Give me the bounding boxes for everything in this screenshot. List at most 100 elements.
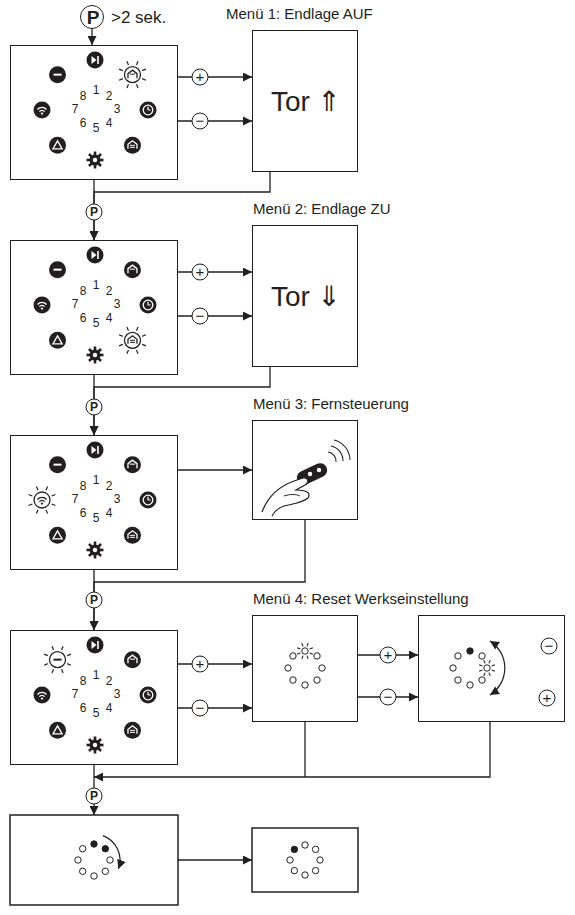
blink-ray bbox=[492, 665, 495, 666]
ready-led-ring bbox=[287, 842, 323, 878]
garage-glyph bbox=[128, 726, 137, 734]
flow-arrow bbox=[91, 29, 92, 45]
led-number: 1 bbox=[93, 84, 100, 97]
panel-icon bbox=[124, 651, 141, 668]
blink-ray bbox=[119, 79, 123, 81]
minus-glyph bbox=[54, 269, 62, 271]
led-number: 2 bbox=[106, 480, 113, 493]
hand bbox=[262, 478, 309, 516]
blink-ray bbox=[44, 654, 48, 656]
led-number: 2 bbox=[106, 90, 113, 103]
door-glyph bbox=[130, 659, 135, 660]
icon-disc bbox=[87, 637, 104, 654]
stop-bar bbox=[97, 446, 99, 454]
reset-led-ring bbox=[285, 643, 325, 688]
hold-time: >2 sek. bbox=[111, 9, 166, 28]
key-symbol: + bbox=[192, 264, 209, 281]
door-glyph bbox=[130, 730, 135, 732]
icon-ring bbox=[34, 247, 157, 364]
flow-arrow bbox=[94, 367, 270, 435]
door-glyph bbox=[130, 464, 135, 465]
led-number: 5 bbox=[93, 317, 100, 330]
led-dot bbox=[312, 846, 318, 852]
reset-select-box: −+ bbox=[418, 615, 565, 722]
remote-box: Menü 3: Fernsteuerung bbox=[252, 420, 358, 520]
return-line bbox=[94, 722, 490, 777]
menu-heading: Menü 1: Endlage AUF bbox=[226, 6, 373, 23]
panel-icon bbox=[34, 687, 51, 704]
remote-button bbox=[308, 472, 312, 476]
garage-glyph bbox=[128, 70, 137, 78]
key-symbol: P bbox=[86, 204, 103, 221]
blink-ray bbox=[36, 487, 38, 491]
icon-disc bbox=[124, 332, 140, 348]
play-glyph bbox=[92, 641, 97, 649]
flow-arrow bbox=[178, 859, 252, 860]
radio-dot bbox=[41, 698, 43, 700]
panel-icon bbox=[87, 52, 104, 69]
icon-disc bbox=[34, 492, 50, 508]
blinking-led bbox=[297, 643, 313, 659]
icon-disc bbox=[49, 332, 66, 349]
led-dot bbox=[302, 872, 308, 878]
blink-ray bbox=[142, 335, 146, 337]
action-text: Tor ⇑ bbox=[271, 87, 341, 118]
panel-icon bbox=[49, 332, 66, 349]
icon-disc bbox=[140, 687, 157, 704]
blink-ray bbox=[29, 494, 33, 496]
led-number: 3 bbox=[114, 298, 121, 311]
led-number: 4 bbox=[106, 507, 113, 520]
icon-disc bbox=[49, 66, 66, 83]
panel-icon bbox=[87, 247, 104, 264]
stop-bar bbox=[97, 641, 99, 649]
door-glyph bbox=[130, 269, 135, 270]
blink-ray bbox=[297, 653, 300, 654]
blink-ray bbox=[29, 504, 33, 506]
key-symbol: + bbox=[192, 69, 209, 86]
minus-glyph bbox=[54, 74, 62, 76]
light-core bbox=[90, 155, 101, 166]
led-number: 6 bbox=[80, 702, 87, 715]
blink-ray bbox=[36, 510, 38, 514]
radio-glyph bbox=[38, 497, 47, 501]
led-number: 4 bbox=[106, 702, 113, 715]
light-center bbox=[93, 353, 97, 357]
led-number: 6 bbox=[80, 117, 87, 130]
minus-glyph bbox=[54, 464, 62, 466]
light-core bbox=[90, 350, 101, 361]
blink-ray bbox=[127, 84, 129, 88]
garage-glyph bbox=[128, 141, 137, 149]
garage-glyph bbox=[128, 655, 137, 663]
key-symbol: − bbox=[541, 638, 558, 655]
blink-ray bbox=[136, 84, 138, 88]
icon-disc bbox=[50, 652, 66, 668]
panel-icon bbox=[34, 102, 51, 119]
play-glyph bbox=[92, 56, 97, 64]
light-center bbox=[93, 743, 97, 747]
icon-disc bbox=[124, 722, 141, 739]
panel-icon bbox=[49, 261, 66, 278]
led-dot bbox=[102, 868, 108, 874]
panel-icon bbox=[87, 737, 104, 754]
led-dot bbox=[479, 653, 485, 659]
warning-glyph bbox=[53, 141, 62, 149]
led-dot bbox=[312, 867, 318, 873]
led-dot bbox=[467, 648, 473, 654]
button-letter: P bbox=[87, 8, 100, 29]
blink-ray bbox=[484, 673, 485, 676]
panel-icon bbox=[87, 152, 104, 169]
blink-ray bbox=[297, 648, 300, 649]
warning-glyph bbox=[53, 726, 62, 734]
play-glyph bbox=[92, 446, 97, 454]
radio-glyph bbox=[38, 302, 47, 306]
stop-bar bbox=[97, 251, 99, 259]
key-symbol: − bbox=[192, 700, 209, 717]
blink-ray bbox=[310, 648, 313, 649]
panel-icon bbox=[140, 102, 157, 119]
led-number: 3 bbox=[114, 493, 121, 506]
led-number: 8 bbox=[80, 675, 87, 688]
blink-ray bbox=[46, 510, 48, 514]
clock-hands bbox=[148, 692, 151, 695]
